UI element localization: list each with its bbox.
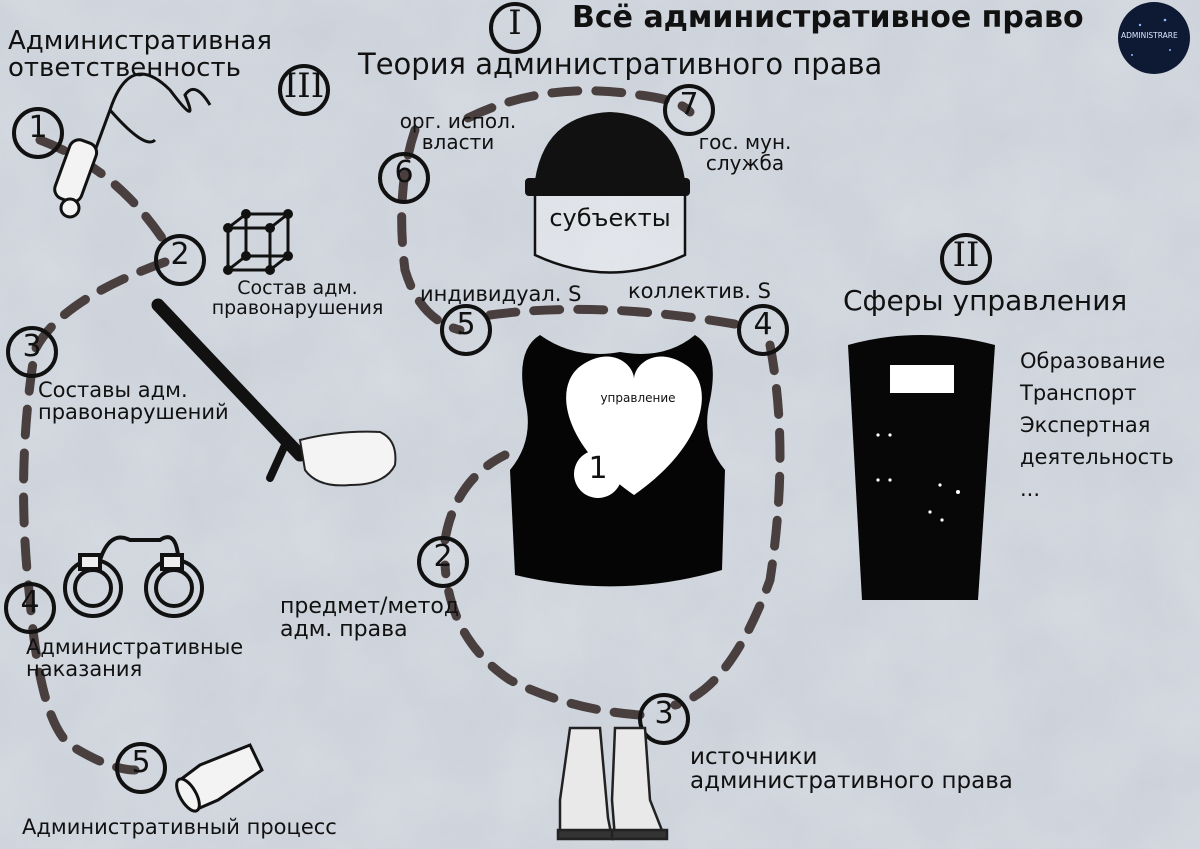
resp-topic2-num: 2 — [170, 237, 190, 272]
sphere-item-3: Экспертная — [1020, 413, 1151, 437]
topic3-label: источники административного права — [690, 744, 1013, 795]
topic7-label: гос. мун. служба — [698, 130, 792, 175]
topic7-num: 7 — [679, 87, 699, 122]
part3-numeral: III — [283, 66, 325, 106]
crystal-lattice-icon — [223, 209, 293, 275]
topic2-label: предмет/метод адм. права — [280, 594, 460, 643]
dash-path-middle — [485, 304, 745, 330]
logo — [1118, 2, 1190, 74]
boots-icon — [556, 726, 669, 841]
part2-title: Сферы управления — [843, 284, 1128, 317]
dash-path-bottom-arc — [440, 560, 645, 720]
dashed-paths — [19, 86, 785, 775]
resp-topic3-label: Составы адм. правонарушений — [38, 378, 229, 425]
resp-topic1-num: 1 — [28, 110, 48, 145]
helmet-icon — [525, 112, 690, 274]
resp-topic3-num: 3 — [22, 329, 42, 364]
baton-icon — [151, 298, 397, 487]
heart-label: управление — [600, 391, 676, 405]
resp-topic4-num: 4 — [20, 585, 40, 620]
resp-topic5-num: 5 — [131, 745, 151, 780]
sphere-item-4: деятельность — [1020, 445, 1174, 469]
sphere-item-1: Образование — [1020, 349, 1166, 373]
helmet-label: субъекты — [549, 204, 671, 232]
resp-topic5-label: Административный процесс — [22, 815, 337, 839]
page-title: Всё административное право — [572, 0, 1084, 35]
topic4-num: 4 — [753, 307, 773, 342]
part1-title: Теория административного права — [358, 47, 883, 81]
topic3-num: 3 — [654, 696, 674, 731]
sphere-item-2: Транспорт — [1020, 381, 1137, 405]
resp-topic4-label: Административные наказания — [26, 635, 244, 682]
topic6-label: орг. испол. власти — [399, 109, 517, 154]
topic1-num: 1 — [588, 451, 608, 486]
handcuffs-icon — [63, 535, 204, 618]
topic6-num: 6 — [394, 155, 414, 190]
part1-numeral: I — [508, 3, 522, 43]
dash-path-left-2 — [19, 257, 170, 775]
vest-number-circle — [574, 450, 622, 498]
logo-text: ADMINISTRARE — [1121, 31, 1178, 40]
dash-path-right-arc — [670, 340, 785, 710]
topic5-num: 5 — [456, 307, 476, 342]
sphere-item-5: ... — [1020, 477, 1041, 501]
topic2-num: 2 — [433, 539, 453, 574]
riot-shield-icon — [848, 335, 995, 600]
resp-topic2-label: Состав адм. правонарушения — [211, 277, 384, 319]
part3-title: Административная ответственность — [8, 26, 272, 84]
number-circles — [4, 2, 992, 794]
whip-icon — [53, 72, 212, 219]
dash-path-top-arc — [463, 86, 695, 123]
dash-path-inner — [440, 450, 510, 545]
part2-numeral: II — [952, 235, 980, 275]
flashlight-icon — [175, 743, 264, 813]
dash-path-left-arc — [397, 125, 465, 335]
topic4-label: коллектив. S — [628, 279, 771, 303]
topic5-label: индивидуал. S — [420, 282, 582, 306]
